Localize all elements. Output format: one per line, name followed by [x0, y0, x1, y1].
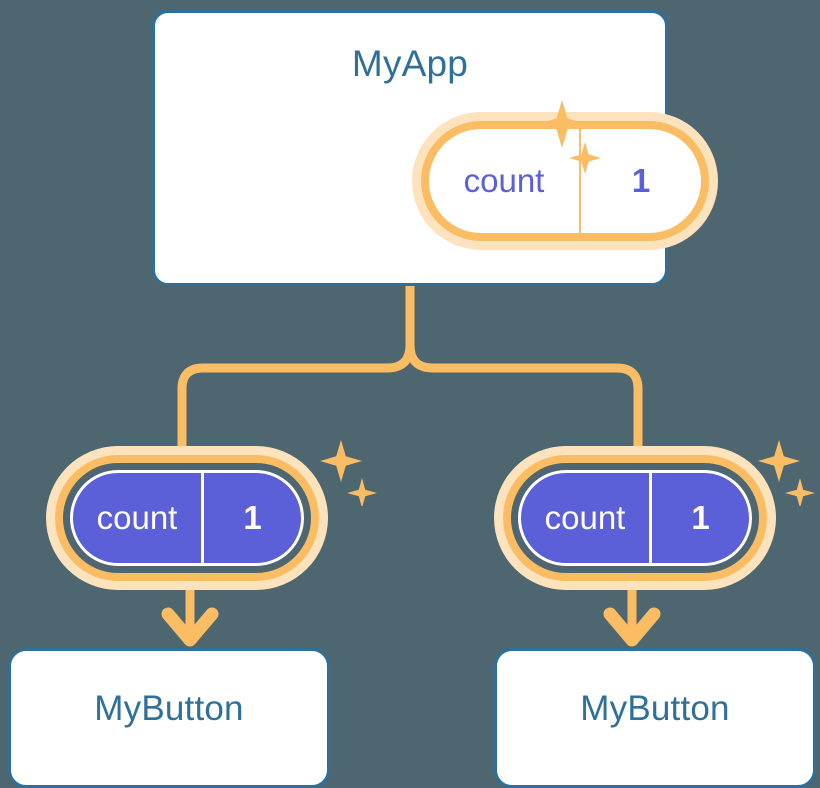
sparkles-icon — [320, 440, 377, 506]
sparkles-icon — [758, 440, 815, 506]
arrow-down-icon-right — [603, 567, 661, 647]
state-pill-value: 1 — [631, 162, 651, 199]
state-pill-child-left[interactable]: count 1 — [70, 470, 304, 566]
state-pill-value: 1 — [691, 499, 710, 536]
state-pill-key: count — [521, 473, 652, 563]
diagram-canvas: MyApp count 1 count 1 MyButton count 1 M… — [8, 10, 816, 788]
state-pill-key: count — [429, 129, 581, 233]
child-card-right[interactable]: MyButton — [494, 648, 816, 788]
arrow-down-icon-left — [161, 567, 219, 647]
connector-layer — [161, 281, 661, 647]
child-card-left[interactable]: MyButton — [8, 648, 330, 788]
state-pill-value: 1 — [243, 499, 262, 536]
child-card-label: MyButton — [94, 689, 244, 728]
tree-connector-icon — [177, 281, 643, 475]
state-pill-key: count — [73, 473, 204, 563]
page-title: MyApp — [351, 43, 469, 84]
state-pill-child-right[interactable]: count 1 — [518, 470, 752, 566]
sparkles-icon — [538, 100, 601, 174]
child-card-label: MyButton — [580, 689, 730, 728]
